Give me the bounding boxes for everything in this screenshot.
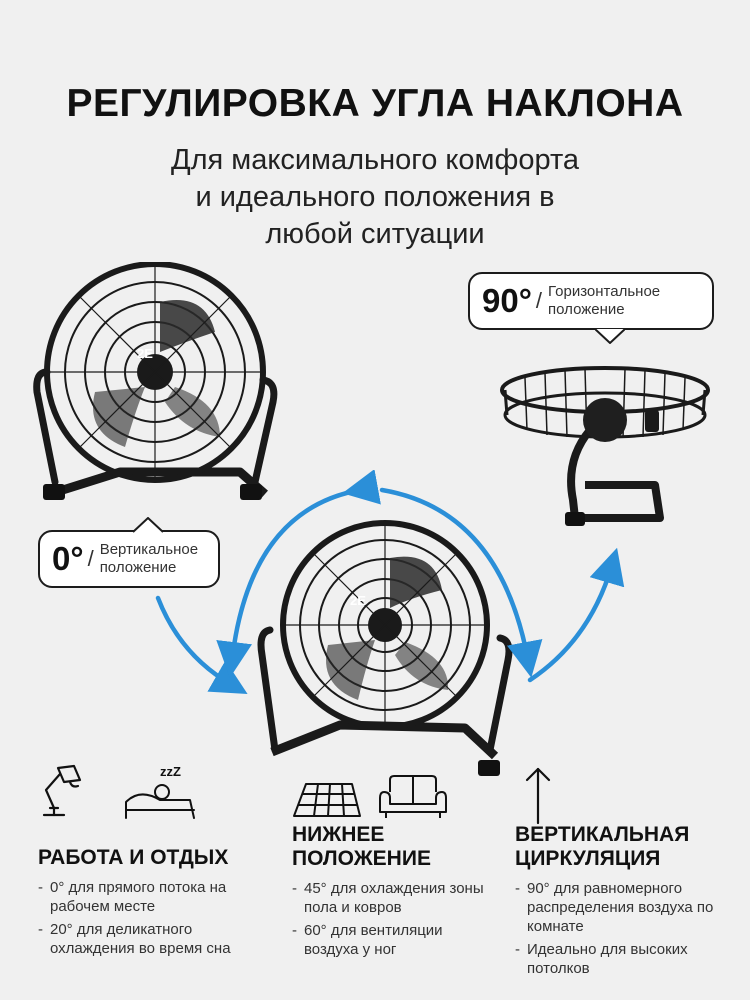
sleeping-person-icon: zzZ <box>125 764 195 819</box>
list-item: -45° для охлаждения зоны пола и ковров <box>292 879 492 917</box>
bullet-list: -0° для прямого потока на рабочем месте … <box>38 878 263 958</box>
dash: - <box>292 880 297 897</box>
bullet-list: -90° для равномерного распределения возд… <box>515 879 740 978</box>
brand-logo: 2E <box>137 346 153 361</box>
title-line: ЦИРКУЛЯЦИЯ <box>515 847 661 870</box>
column-low-position: НИЖНЕЕ ПОЛОЖЕНИЕ -45° для охлаждения зон… <box>292 823 492 963</box>
bullet-list: -45° для охлаждения зоны пола и ковров -… <box>292 879 492 959</box>
dash: - <box>515 941 520 958</box>
column-work-and-rest: РАБОТА И ОТДЫХ -0° для прямого потока на… <box>38 846 263 962</box>
subtitle-line: Для максимального комфорта <box>170 144 580 176</box>
dash: - <box>38 879 43 896</box>
list-item: -0° для прямого потока на рабочем месте <box>38 878 263 916</box>
bubble-pointer <box>595 328 625 344</box>
arrow-up-icon <box>525 767 551 825</box>
title-line: РАБОТА И ОТДЫХ <box>38 846 229 869</box>
desc-line: Горизонтальное <box>548 283 661 300</box>
list-item: -20° для деликатного охлаждения во время… <box>38 920 263 958</box>
desc-line: Вертикальное <box>99 541 199 558</box>
arrow-left-down <box>155 595 248 694</box>
bubble-pointer <box>133 517 163 533</box>
item-text: 20° для деликатного охлаждения во время … <box>50 921 231 957</box>
degree-separator: / <box>535 288 543 313</box>
item-text: 60° для вентиляции воздуха у ног <box>304 922 443 958</box>
list-item: -90° для равномерного распределения возд… <box>515 879 740 936</box>
arrow-arc-left <box>216 470 381 678</box>
sleep-text: zzZ <box>160 764 181 779</box>
vertical-description: Вертикальное положение <box>100 541 198 577</box>
title-line: НИЖНЕЕ <box>292 823 385 846</box>
page-subtitle: Для максимального комфорта и идеального … <box>100 142 650 253</box>
rotation-arrows <box>155 470 625 694</box>
dash: - <box>515 880 520 897</box>
column-title: РАБОТА И ОТДЫХ <box>38 846 263 870</box>
fan-vertical-image: 2E <box>33 262 278 500</box>
desk-lamp-icon <box>42 764 82 817</box>
degree-separator: / <box>87 546 94 571</box>
subtitle-line: любой ситуации <box>265 218 485 250</box>
arrow-right-up <box>527 547 625 683</box>
bubble-horizontal-position: 90° / Горизонтальное положение <box>468 272 714 330</box>
title-line: ПОЛОЖЕНИЕ <box>292 847 431 870</box>
column-title: ВЕРТИКАЛЬНАЯ ЦИРКУЛЯЦИЯ <box>515 823 740 871</box>
column-vertical-circulation: ВЕРТИКАЛЬНАЯ ЦИРКУЛЯЦИЯ -90° для равноме… <box>515 823 740 982</box>
vertical-degree: 0° <box>52 540 84 577</box>
horizontal-degree: 90° <box>482 282 532 319</box>
fan-horizontal-image <box>500 366 710 526</box>
list-item: -60° для вентиляции воздуха у ног <box>292 921 492 959</box>
dash: - <box>292 922 297 939</box>
dash: - <box>38 921 43 938</box>
bubble-vertical-position: 0° / Вертикальное положение <box>38 530 220 588</box>
arrow-arc-right <box>379 487 543 678</box>
page-title: РЕГУЛИРОВКА УГЛА НАКЛОНА <box>66 82 684 125</box>
item-text: 0° для прямого потока на рабочем месте <box>50 879 227 915</box>
sofa-icon <box>379 775 447 818</box>
item-text: 45° для охлаждения зоны пола и ковров <box>304 880 484 916</box>
item-text: Идеально для высоких потолков <box>527 941 688 977</box>
subtitle-line: и идеального положения в <box>195 181 555 213</box>
column-title: НИЖНЕЕ ПОЛОЖЕНИЕ <box>292 823 492 871</box>
desc-line: положение <box>548 301 625 318</box>
desc-line: положение <box>99 559 177 576</box>
title-line: ВЕРТИКАЛЬНАЯ <box>515 823 690 846</box>
floor-tiles-icon <box>293 783 361 817</box>
list-item: -Идеально для высоких потолков <box>515 940 740 978</box>
item-text: 90° для равномерного распределения возду… <box>527 880 714 935</box>
horizontal-description: Горизонтальное положение <box>548 283 660 319</box>
